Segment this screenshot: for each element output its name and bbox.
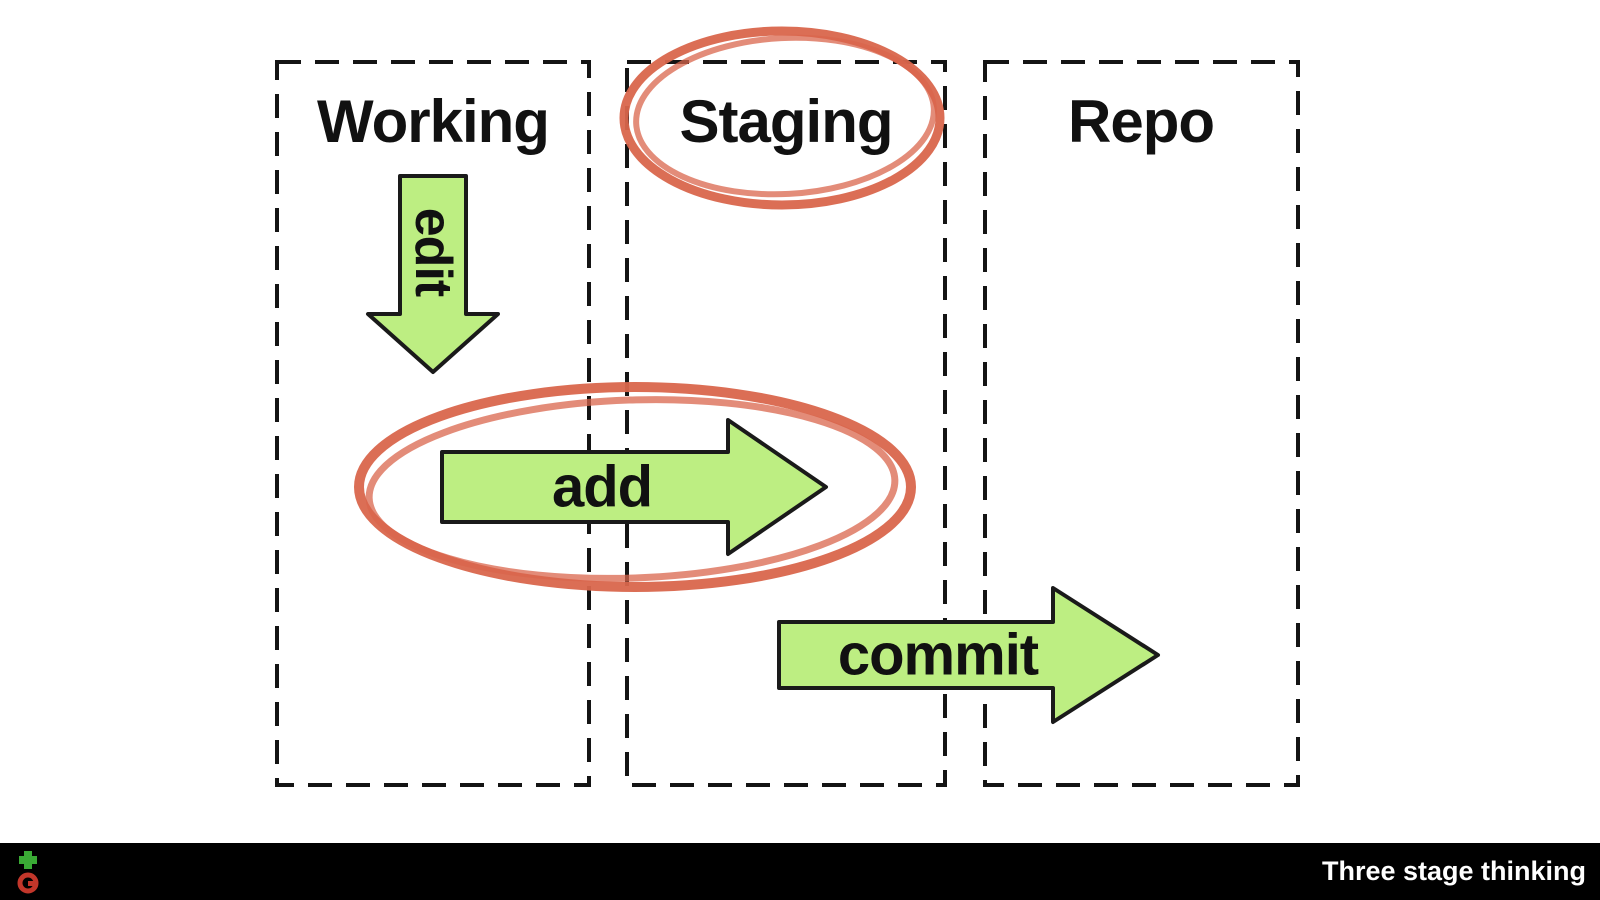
commit-arrow-shape <box>777 586 1160 724</box>
edit-arrow: edit <box>366 174 500 374</box>
edit-arrow-label: edit <box>404 208 462 297</box>
working-box <box>275 60 591 787</box>
footer-bar: Three stage thinking <box>0 843 1600 900</box>
staging-highlight-ellipse <box>619 26 945 210</box>
staging-box <box>625 60 947 787</box>
three-stage-diagram: Working Staging Repo edit add commit <box>275 26 1300 787</box>
commit-arrow: commit <box>777 586 1160 724</box>
edit-arrow-shape <box>366 174 500 374</box>
add-arrow-shape <box>440 418 828 556</box>
add-highlight-ellipse <box>354 382 916 592</box>
red-g-icon <box>17 872 39 893</box>
add-arrow: add <box>440 418 828 556</box>
commit-arrow-label: commit <box>838 623 1039 688</box>
repo-title: Repo <box>1068 88 1214 155</box>
add-arrow-label: add <box>552 455 652 520</box>
git-logo-icon <box>17 850 39 893</box>
repo-box <box>983 60 1300 787</box>
footer-caption: Three stage thinking <box>1321 856 1586 886</box>
working-title: Working <box>317 88 549 155</box>
plus-icon <box>19 850 37 869</box>
staging-title: Staging <box>680 88 893 155</box>
